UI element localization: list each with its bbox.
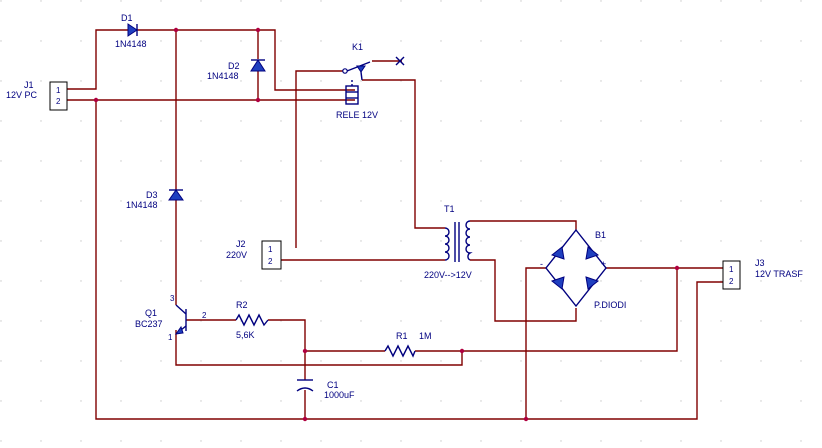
diode-d2: D2 1N4148 [207, 59, 266, 81]
q1-value-label: BC237 [135, 319, 163, 329]
junction-node [302, 348, 308, 354]
connector-j3-body [722, 260, 741, 290]
diode-d1-symbol [127, 23, 138, 37]
wire-t1-sec-bottom [470, 259, 577, 322]
transformer-t1-secondary [465, 220, 473, 261]
relay-k1-contact-common [342, 68, 348, 74]
junction-node [523, 416, 529, 422]
c1-value-label: 1000uF [324, 390, 355, 400]
d2-value-label: 1N4148 [207, 71, 239, 81]
k1-ref-label: K1 [352, 42, 363, 52]
relay-k1: K1 RELE 12V [336, 42, 405, 120]
wire-k1-common [295, 70, 343, 248]
r2-value-label: 5,6K [236, 330, 255, 340]
diode-d1: D1 1N4148 [115, 13, 147, 49]
wire-t1-sec-top [470, 220, 577, 230]
d2-ref-label: D2 [228, 61, 240, 71]
b1-ref-label: B1 [595, 230, 606, 240]
j3-ref-label: J3 [755, 258, 765, 268]
j2-value-label: 220V [226, 250, 247, 260]
t1-value-label: 220V-->12V [424, 270, 472, 280]
junction-node [674, 265, 680, 271]
diode-d2-symbol [250, 59, 266, 72]
r1-value-label: 1M [419, 331, 432, 341]
r2-ref-label: R2 [236, 300, 248, 310]
diode-d3-symbol [168, 189, 184, 201]
transistor-q1-collector [175, 304, 187, 315]
connector-j3: 1 2 J3 12V TRASF [722, 258, 803, 290]
j2-pin1-label: 1 [268, 245, 273, 254]
j1-value-label: 12V PC [6, 90, 38, 100]
bridge-b1-diode [585, 276, 600, 290]
wire-bridge-minus [525, 267, 546, 419]
resistor-r1-symbol [384, 344, 416, 358]
j3-value-label: 12V TRASF [755, 269, 803, 279]
b1-minus-label: - [540, 259, 543, 269]
transformer-t1: T1 220V-->12V [424, 204, 473, 280]
junction-node [255, 97, 261, 103]
capacitor-c1: C1 1000uF [296, 379, 355, 400]
bridge-b1-diode [550, 276, 565, 290]
relay-k1-nc-x [395, 56, 405, 66]
junction-node [93, 97, 99, 103]
d1-value-label: 1N4148 [115, 39, 147, 49]
transformer-t1-primary [444, 227, 450, 261]
j2-pin2-label: 2 [268, 257, 273, 266]
j1-pin1-label: 1 [56, 86, 61, 95]
connector-j2-body [261, 240, 282, 270]
q1-pin1-label: 1 [168, 333, 173, 342]
junctions [93, 27, 680, 422]
q1-ref-label: Q1 [145, 308, 157, 318]
relay-k1-arrow [356, 65, 366, 73]
transistor-q1-arrow [174, 325, 184, 335]
q1-pin2-label: 2 [202, 311, 207, 320]
d3-ref-label: D3 [146, 190, 158, 200]
wire-r1-right [175, 330, 463, 366]
q1-pin3-label: 3 [170, 294, 175, 303]
d1-ref-label: D1 [121, 13, 133, 23]
wire-to-j3 [462, 268, 678, 352]
j1-ref-label: J1 [24, 80, 34, 90]
j1-pin2-label: 2 [56, 97, 61, 106]
diode-d3: D3 1N4148 [126, 189, 184, 210]
junction-node [302, 416, 308, 422]
t1-ref-label: T1 [444, 204, 455, 214]
j3-pin2-label: 2 [729, 277, 734, 286]
wire-r2-c1 [268, 319, 306, 380]
d3-value-label: 1N4148 [126, 200, 158, 210]
b1-plus-label: + [601, 259, 606, 269]
wire-k1-no [362, 79, 445, 229]
c1-ref-label: C1 [327, 380, 339, 390]
junction-node [173, 27, 179, 33]
connector-j1-body [49, 81, 68, 111]
r1-ref-label: R1 [396, 331, 408, 341]
resistor-r1: R1 1M [384, 331, 432, 358]
bridge-b1-diode [585, 246, 600, 260]
j3-pin1-label: 1 [729, 265, 734, 274]
junction-node [255, 27, 261, 33]
wire-left-bus [95, 100, 723, 420]
relay-k1-contact-no [360, 71, 363, 81]
resistor-r2-symbol [235, 313, 269, 327]
transistor-q1: 3 2 1 Q1 BC237 [135, 294, 207, 342]
connector-j1: 1 2 J1 12V PC [6, 80, 68, 111]
wire-j1p1-d1 [67, 29, 128, 90]
bridge-b1: B1 P.DIODI + - [540, 228, 626, 310]
wire-top-rail [136, 29, 355, 91]
resistor-r2: R2 5,6K [235, 300, 269, 340]
bridge-b1-diode [550, 246, 565, 260]
k1-value-label: RELE 12V [336, 110, 378, 120]
j2-ref-label: J2 [236, 239, 246, 249]
connector-j2: 1 2 J2 220V [226, 239, 282, 270]
capacitor-c1-plate-curved [296, 387, 314, 392]
b1-value-label: P.DIODI [594, 300, 626, 310]
junction-node [459, 348, 465, 354]
